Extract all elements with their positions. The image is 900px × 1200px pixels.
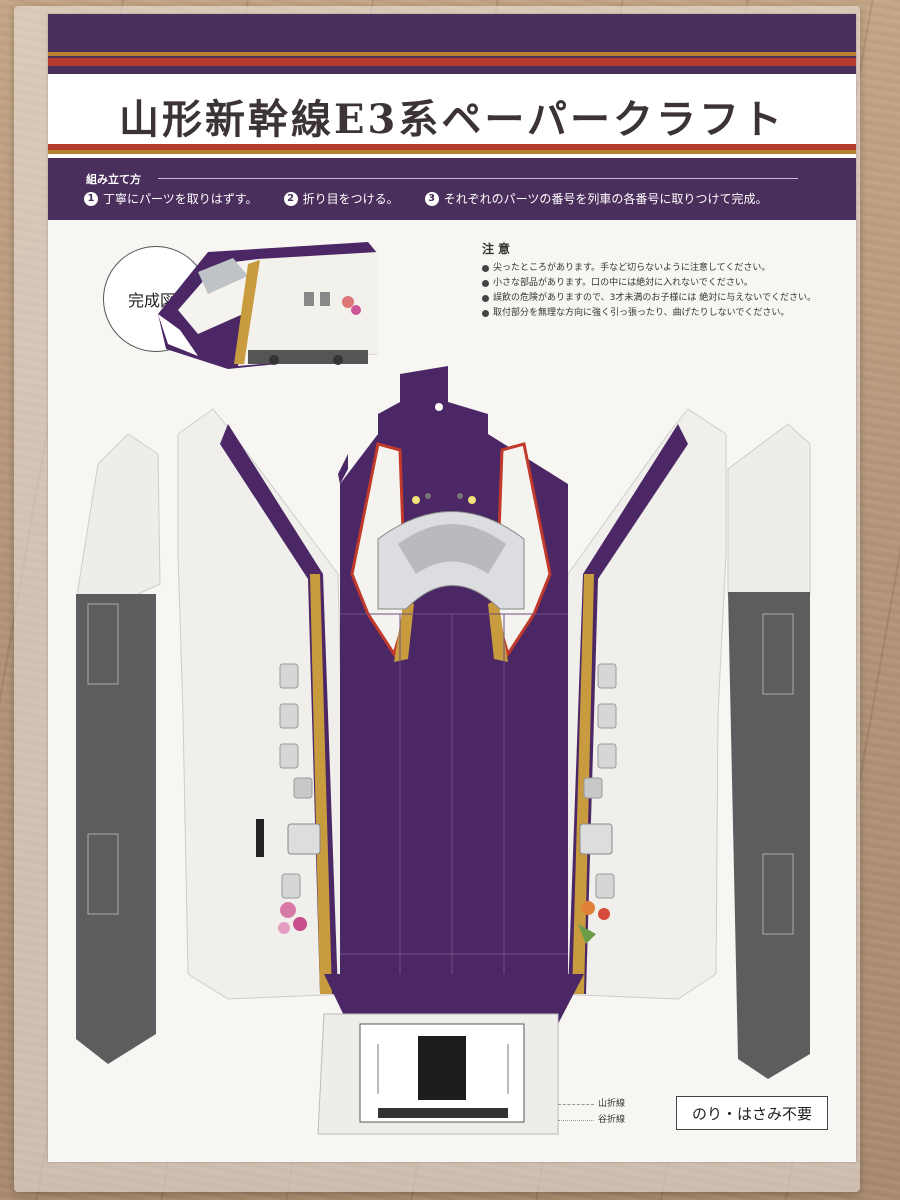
caution-item: 尖ったところがあります。手など切らないように注意してください。: [482, 263, 842, 274]
caution-text: 取付部分を無理な方向に強く引っ張ったり、曲げたりしないでください。: [493, 308, 790, 318]
sheet-title: 山形新幹線E3系ペーパークラフト: [119, 96, 785, 143]
caution-text: 誤飲の危険がありますので、3才未満のお子様には 絶対に与えないでください。: [493, 293, 816, 303]
completed-train-model: [158, 242, 378, 369]
left-body-side: [177, 408, 349, 1000]
bullet-icon: [482, 265, 489, 272]
caution-item: 小さな部品があります。口の中には絶対に入れないでください。: [482, 278, 842, 289]
bullet-icon: [482, 280, 489, 287]
completed-label: 完成図: [127, 291, 176, 310]
papercraft-parts: [76, 242, 811, 1135]
mountain-fold-line: [558, 1103, 594, 1105]
papercraft-sheet: 山形新幹線E3系ペーパークラフト 組み立て方 1 丁寧にパーツを取りはずす。 2…: [48, 14, 856, 1162]
bullet-icon: [482, 310, 489, 317]
instructions-rule: [158, 178, 798, 179]
mountain-fold-label: 山折線: [598, 1099, 626, 1109]
step-text: 丁寧にパーツを取りはずす。: [103, 192, 258, 206]
gold-stripe: [48, 52, 856, 56]
legend-mountain: 山折線: [558, 1096, 625, 1112]
title-band: 山形新幹線E3系ペーパークラフト: [48, 14, 856, 220]
caution-text: 小さな部品があります。口の中には絶対に入れないでください。: [493, 278, 753, 288]
step-number: 3: [424, 191, 439, 206]
red-stripe: [48, 58, 856, 66]
step-number: 2: [283, 191, 298, 206]
left-underside-part: [76, 433, 161, 1064]
step-text: それぞれのパーツの番号を列車の各番号に取りつけて完成。: [443, 192, 768, 206]
gold-stripe-lower: [48, 150, 856, 154]
instructions-heading: 組み立て方: [86, 173, 141, 186]
center-nose-part: [324, 366, 584, 1024]
step-number: 1: [84, 191, 98, 206]
caution-section: 注意 尖ったところがあります。手など切らないように注意してください。 小さな部品…: [482, 240, 842, 323]
no-tools-label: のり・はさみ不要: [691, 1104, 812, 1123]
fold-legend: 山折線 谷折線: [558, 1096, 625, 1128]
legend-valley: 谷折線: [558, 1112, 625, 1128]
end-cap-part: [317, 1013, 559, 1135]
valley-fold-label: 谷折線: [598, 1115, 626, 1125]
right-underside-part: [727, 423, 811, 1079]
valley-fold-line: [558, 1119, 594, 1121]
instruction-step: 3 それぞれのパーツの番号を列車の各番号に取りつけて完成。: [424, 190, 768, 207]
instruction-step: 2 折り目をつける。: [283, 190, 399, 207]
instruction-step: 1 丁寧にパーツを取りはずす。: [84, 190, 258, 207]
instruction-steps: 1 丁寧にパーツを取りはずす。 2 折り目をつける。 3 それぞれのパーツの番号…: [84, 190, 844, 207]
caution-title: 注意: [482, 242, 515, 256]
caution-item: 誤飲の危険がありますので、3才未満のお子様には 絶対に与えないでください。: [482, 293, 842, 304]
caution-item: 取付部分を無理な方向に強く引っ張ったり、曲げたりしないでください。: [482, 308, 842, 319]
no-glue-scissors-badge: のり・はさみ不要: [676, 1096, 828, 1130]
step-text: 折り目をつける。: [302, 192, 399, 206]
caution-text: 尖ったところがあります。手など切らないように注意してください。: [493, 263, 771, 273]
red-stripe-lower: [48, 144, 856, 150]
bullet-icon: [482, 295, 489, 302]
right-body-side: [555, 408, 727, 1000]
